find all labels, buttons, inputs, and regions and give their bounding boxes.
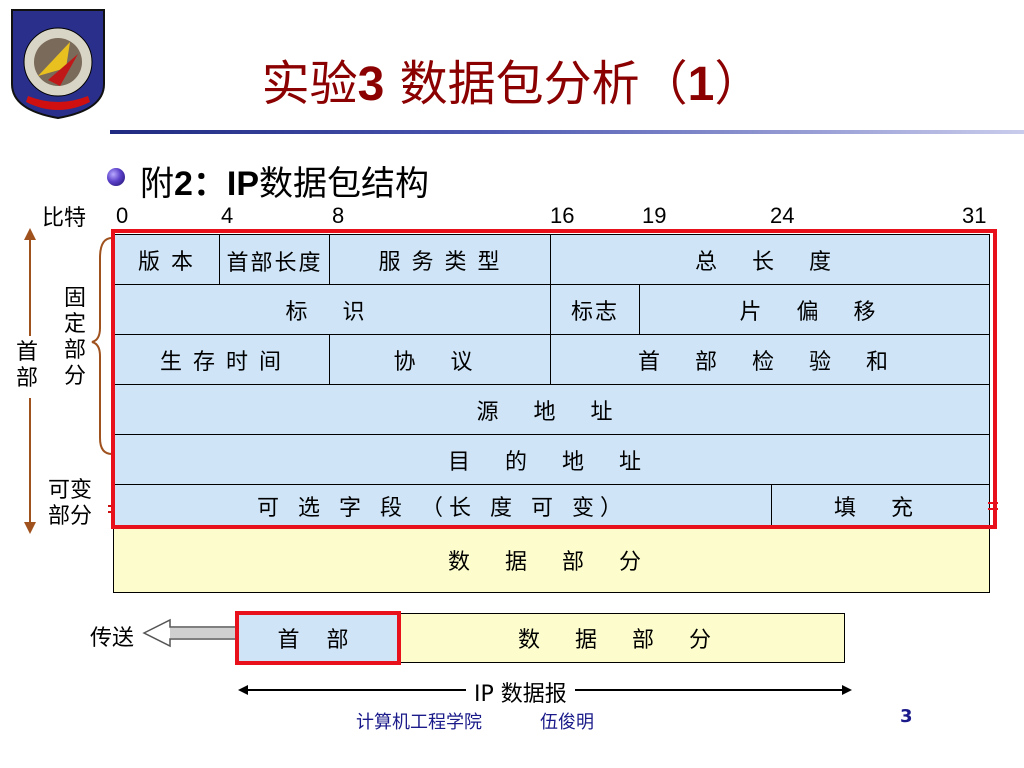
footer-school: 计算机工程学院 (356, 712, 482, 733)
field-destination-address: 目 的 地 址 (113, 434, 990, 485)
header-marker (988, 502, 998, 504)
field-header-checksum: 首 部 检 验 和 (550, 334, 990, 385)
field-header-length: 首部长度 (219, 234, 330, 285)
datagram-data: 数 据 部 分 (398, 613, 845, 663)
slide-title: 实验3 数据包分析（1） (261, 56, 763, 112)
field-protocol: 协 议 (329, 334, 551, 385)
field-source-address: 源 地 址 (113, 384, 990, 435)
subtitle: 附2：IP数据包结构 (140, 164, 430, 204)
header-label: 首 部 (16, 340, 39, 391)
footer-author: 伍俊明 (540, 712, 594, 733)
bit-position: 19 (642, 203, 667, 228)
datagram-header-highlight (235, 611, 401, 665)
datagram-label: IP 数据报 (466, 676, 575, 708)
fixed-part-label: 固 定 部 分 (64, 286, 87, 389)
bit-position: 31 (962, 203, 987, 228)
bit-position: 24 (770, 203, 795, 228)
send-label: 传送 (90, 626, 135, 651)
field-fragment-offset: 片 偏 移 (639, 284, 990, 335)
title-divider (110, 130, 1024, 134)
send-arrow-icon (142, 618, 237, 648)
page-number: 3 (900, 706, 913, 727)
bit-position: 0 (116, 203, 129, 228)
bit-position: 16 (550, 203, 575, 228)
bit-position: 4 (221, 203, 234, 228)
variable-part-label: 可变 部分 (48, 478, 93, 529)
field-ttl: 生 存 时 间 (113, 334, 330, 385)
university-logo (11, 9, 105, 120)
field-identification: 标 识 (113, 284, 551, 335)
bit-label: 比特 (42, 206, 87, 231)
data-part: 数 据 部 分 (113, 527, 990, 593)
field-padding: 填 充 (771, 484, 990, 527)
side-brackets (24, 228, 118, 534)
field-total-length: 总 长 度 (550, 234, 990, 285)
bit-position: 8 (332, 203, 345, 228)
header-highlight (111, 229, 997, 529)
bullet-icon (107, 168, 125, 186)
header-marker (988, 508, 998, 510)
